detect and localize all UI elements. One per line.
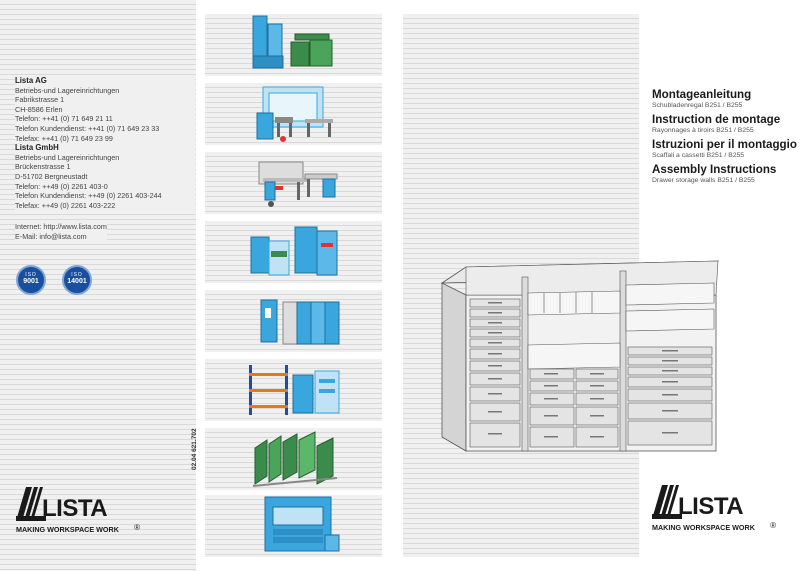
- lista-logo-right: LISTA MAKING WORKSPACE WORK ®: [652, 485, 776, 537]
- iso-14001-badge: ISO 14001: [62, 265, 92, 295]
- iso-9001-badge: ISO 9001: [16, 265, 46, 295]
- product-tile: [205, 359, 382, 421]
- document-number: 02.04 621.702: [191, 428, 198, 470]
- mobile-shelf-icon: [252, 431, 338, 487]
- logo-tagline: MAKING WORKSPACE WORK: [16, 525, 119, 534]
- address-block: Lista AG Betriebs-und Lagereinrichtungen…: [15, 76, 195, 211]
- registered-mark: ®: [770, 521, 776, 530]
- subtitle-it: Scaffali a cassetti B251 / B255: [652, 152, 745, 159]
- address-line: Telefon: ++49 (0) 2261 403-0: [15, 181, 108, 191]
- address-line: Fabrikstrasse 1: [15, 95, 65, 105]
- title-block: Montageanleitung Schubladenregal B251 / …: [652, 88, 802, 188]
- cupboard-icon: [250, 226, 338, 276]
- company-name: Lista AG: [15, 76, 47, 85]
- address-line: Telefax: ++41 (0) 71 649 23 99: [15, 133, 113, 143]
- product-tile: [205, 290, 382, 352]
- cabinets-icon: [252, 15, 333, 69]
- title-fr: Instruction de montage: [652, 113, 781, 126]
- product-tile: [205, 83, 382, 145]
- product-tile: [205, 152, 382, 214]
- lista-logo: LISTA MAKING WORKSPACE WORK ®: [16, 487, 140, 539]
- internet-link[interactable]: Internet: http://www.lista.com: [15, 222, 107, 231]
- tower-icon: [264, 496, 340, 552]
- locker-icon: [260, 299, 340, 345]
- product-tiles-column: [205, 14, 382, 557]
- logo-word: LISTA: [678, 493, 744, 520]
- drawer-storage-wall-illustration: [440, 260, 720, 452]
- address-line: Telefon Kundendienst: ++49 (0) 2261 403-…: [15, 191, 162, 201]
- title-en: Assembly Instructions: [652, 163, 777, 176]
- rack-icon: [249, 365, 340, 415]
- address-line: Telefax: ++49 (0) 2261 403-222: [15, 200, 116, 210]
- email-link[interactable]: E-Mail: info@lista.com: [15, 231, 87, 241]
- subtitle-en: Drawer storage walls B251 / B255: [652, 177, 755, 184]
- logo-mark-icon: [652, 485, 682, 519]
- left-column: Lista AG Betriebs-und Lagereinrichtungen…: [0, 0, 196, 571]
- title-de: Montageanleitung: [652, 88, 752, 101]
- address-line: Betriebs-und Lagereinrichtungen: [15, 85, 120, 95]
- address-line: Betriebs-und Lagereinrichtungen: [15, 152, 120, 162]
- company-name: Lista GmbH: [15, 143, 59, 153]
- logo-word: LISTA: [42, 495, 108, 522]
- logo-tagline: MAKING WORKSPACE WORK: [652, 523, 755, 532]
- product-tile: [205, 495, 382, 557]
- web-contact: Internet: http://www.lista.com E-Mail: i…: [15, 222, 107, 242]
- subtitle-fr: Rayonnages à tiroirs B251 / B255: [652, 127, 754, 134]
- product-tile: [205, 428, 382, 490]
- logo-mark-icon: [16, 487, 46, 521]
- registered-mark: ®: [134, 523, 140, 532]
- workshop-icon: [256, 86, 333, 142]
- workbench-icon: [258, 161, 338, 207]
- subtitle-de: Schubladenregal B251 / B255: [652, 102, 743, 109]
- address-line: Brückenstrasse 1: [15, 162, 71, 172]
- product-tile: [205, 14, 382, 76]
- address-line: CH-8586 Erlen: [15, 104, 63, 114]
- product-tile: [205, 221, 382, 283]
- address-line: Telefon Kundendienst: ++41 (0) 71 649 23…: [15, 123, 160, 133]
- address-line: Telefon: ++41 (0) 71 649 21 11: [15, 114, 113, 124]
- address-line: D-51702 Bergneustadt: [15, 171, 88, 181]
- title-it: Istruzioni per il montaggio: [652, 138, 797, 151]
